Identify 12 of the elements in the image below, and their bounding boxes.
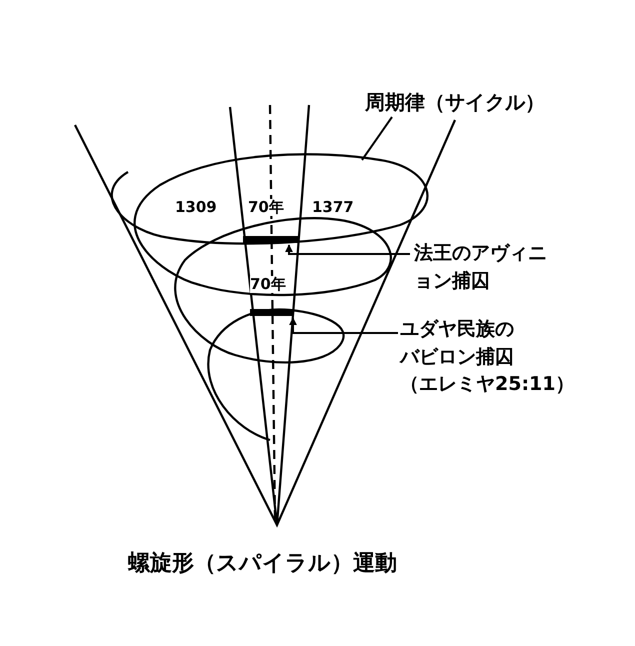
reference-note: （エレミヤ25:11）	[400, 372, 576, 398]
duration-label: 70年	[250, 276, 286, 292]
leader-line	[285, 244, 410, 255]
leader-line	[361, 116, 393, 161]
leader-line	[289, 317, 398, 334]
year-label: 1377	[312, 199, 354, 216]
year-label: 1309	[175, 199, 217, 216]
duration-label: 70年	[248, 199, 284, 216]
callout-label: ユダヤ民族のバビロン捕囚	[400, 317, 515, 370]
caption-label: 螺旋形（スパイラル）運動	[128, 550, 397, 578]
heading-label: 周期律（サイクル）	[365, 88, 585, 117]
callout-label: 法王のアヴィニョン捕囚	[414, 240, 564, 296]
